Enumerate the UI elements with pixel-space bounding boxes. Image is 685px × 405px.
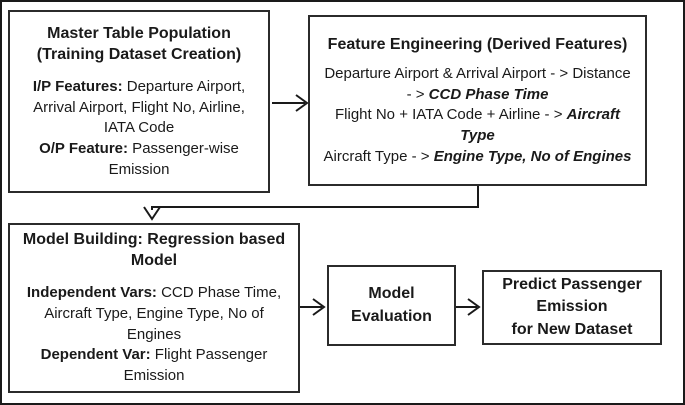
output-feature-field: O/P Feature: Passenger-wise Emission: [16, 139, 262, 180]
independent-vars-field: Independent Vars: CCD Phase Time, Aircra…: [18, 283, 290, 345]
rule-ccd-phase-time: Departure Airport & Arrival Airport - > …: [320, 64, 635, 105]
master-table-title: Master Table Population (Training Datase…: [37, 23, 241, 65]
input-features-value: Departure Airport, Arrival Airport, Flig…: [33, 77, 246, 137]
model-evaluation-line1: Model: [368, 285, 415, 303]
connector-feature-to-model-head: [143, 206, 161, 221]
rule-ccd-derived: CCD Phase Time: [428, 85, 549, 103]
feature-engineering-body: Departure Airport & Arrival Airport - > …: [320, 64, 635, 167]
box-model-building: Model Building: Regression based Model I…: [8, 223, 300, 393]
model-building-title-line2: Model: [130, 252, 178, 270]
arrow-eval-to-predict-head: [467, 298, 481, 316]
rule-aircraft-inputs: Flight No + IATA Code + Airline - >: [335, 106, 567, 124]
independent-vars-value: CCD Phase Time, Aircraft Type, Engine Ty…: [44, 284, 282, 343]
master-table-body: I/P Features: Departure Airport, Arrival…: [16, 77, 262, 180]
box-model-evaluation: Model Evaluation: [327, 265, 456, 346]
box-feature-engineering: Feature Engineering (Derived Features) D…: [308, 15, 647, 186]
arrow-master-to-feature-head: [295, 94, 309, 112]
dependent-var-label: Dependent Var:: [40, 346, 151, 364]
dependent-var-value: Flight Passenger Emission: [123, 346, 268, 385]
independent-vars-label: Independent Vars:: [26, 284, 157, 302]
rule-aircraft-type: Flight No + IATA Code + Airline - > Airc…: [320, 105, 635, 146]
model-building-body: Independent Vars: CCD Phase Time, Aircra…: [18, 283, 290, 386]
arrow-model-to-eval-head: [312, 298, 326, 316]
rule-aircraft-derived: Aircraft Type: [460, 106, 620, 144]
feature-engineering-title: Feature Engineering (Derived Features): [328, 34, 628, 55]
input-features-label: I/P Features:: [32, 77, 123, 95]
rule-engine-inputs: Aircraft Type - >: [323, 147, 434, 165]
feature-engineering-title-line1: Feature Engineering (Derived Features): [327, 35, 628, 53]
output-feature-label: O/P Feature:: [39, 139, 129, 157]
input-features-field: I/P Features: Departure Airport, Arrival…: [16, 77, 262, 139]
predict-emission-line3: for New Dataset: [511, 320, 633, 338]
rule-engine-derived: Engine Type, No of Engines: [433, 147, 632, 165]
model-evaluation-line2: Evaluation: [351, 307, 432, 325]
output-feature-value: Passenger-wise Emission: [108, 139, 239, 178]
predict-emission-title: Predict Passenger Emission for New Datas…: [502, 274, 642, 341]
box-predict-passenger-emission: Predict Passenger Emission for New Datas…: [482, 270, 662, 345]
master-table-title-line1: Master Table Population: [47, 24, 231, 42]
rule-engine-type: Aircraft Type - > Engine Type, No of Eng…: [320, 147, 635, 168]
model-evaluation-title: Model Evaluation: [351, 283, 432, 328]
box-master-table-population: Master Table Population (Training Datase…: [8, 10, 270, 193]
dependent-var-field: Dependent Var: Flight Passenger Emission: [18, 345, 290, 386]
rule-ccd-inputs: Departure Airport & Arrival Airport - > …: [324, 64, 631, 103]
predict-emission-line1: Predict Passenger: [502, 275, 642, 293]
predict-emission-line2: Emission: [536, 298, 608, 316]
model-building-title: Model Building: Regression based Model: [23, 229, 285, 271]
model-building-title-line1: Model Building: Regression based: [22, 231, 286, 249]
master-table-title-line2: (Training Dataset Creation): [36, 45, 242, 63]
